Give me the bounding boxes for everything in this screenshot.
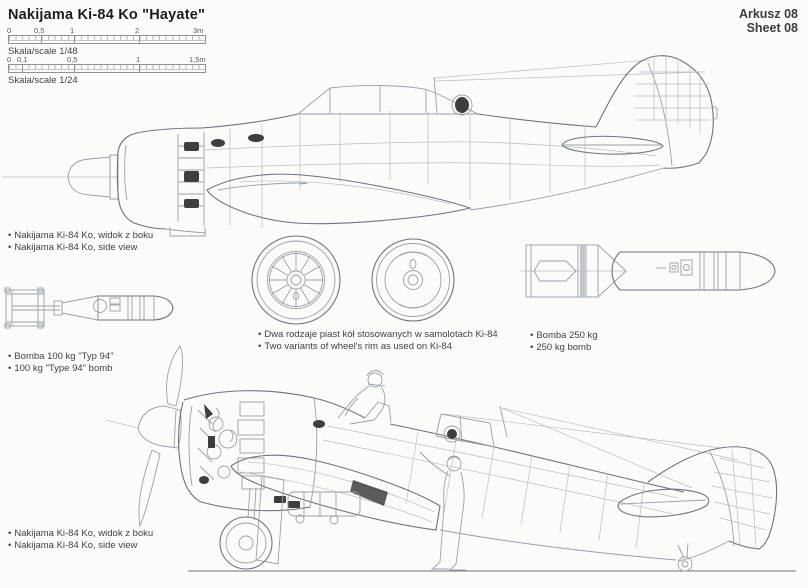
tick-label: 3m [193,26,204,35]
bullet-icon: • [258,329,262,340]
engine-cowling-cutaway [177,390,318,512]
mechanic-figure [337,370,386,425]
tick-label: 0,5 [67,55,78,64]
caption-bomb-250: •Bomba 250 kg •250 kg bomb [530,330,598,354]
tail-wheel [677,542,693,572]
bullet-icon: • [8,363,12,374]
top-side-view-drawing [2,55,718,237]
fuselage [313,397,685,561]
bullet-icon: • [8,351,12,362]
ruler-bar [8,64,206,73]
caption-text: 100 kg "Type 94" bomb [14,363,113,374]
tick-label: 2 [135,26,140,35]
bullet-icon: • [8,528,12,539]
wing-root-fairing [206,173,472,225]
tick-label: 1,5m [189,55,206,64]
wheel-variants-drawing [251,235,455,325]
bullet-icon: • [258,341,262,352]
sheet-number: Arkusz 08 Sheet 08 [739,7,798,35]
ruler-scale-label: Skala/scale 1/48 [8,46,78,57]
bullet-icon: • [8,540,12,551]
bullet-icon: • [530,330,534,341]
bottom-side-view-drawing [105,345,796,572]
caption-bomb-100: •Bomba 100 kg "Typ 94" •100 kg "Type 94"… [8,351,114,375]
caption-text: Nakijama Ki-84 Ko, side view [14,540,138,551]
bomb-250kg [520,244,776,298]
antenna-mast [443,405,739,489]
caption-text: Nakijama Ki-84 Ko, side view [14,242,138,253]
caption-text: 250 kg bomb [536,342,592,353]
fuselage [201,110,665,228]
caption-wheels: •Dwa rodzaje piast kół stosowanych w sam… [258,329,498,353]
ruler-tick-labels: 0 0,5 1 2 3m [7,26,208,35]
engine-cowling [116,127,207,237]
caption-bottom-side-view: •Nakijama Ki-84 Ko, widok z boku •Nakija… [8,528,153,552]
page-title: Nakijama Ki-84 Ko "Hayate" [8,7,206,23]
tailplane [561,135,664,155]
bullet-icon: • [8,242,12,253]
tick-label: 0,1 [17,55,28,64]
propeller [105,345,183,528]
wing [230,454,441,531]
tailplane [617,488,710,518]
bullet-icon: • [530,342,534,353]
caption-top-side-view: •Nakijama Ki-84 Ko, widok z boku •Nakija… [8,230,153,254]
sheet-number-pl: Arkusz 08 [738,7,798,21]
antenna-mast [433,59,703,114]
tail-fin [595,55,718,169]
bullet-icon: • [8,230,12,241]
tick-label: 0 [7,55,12,64]
tick-label: 0 [7,26,12,35]
caption-text: Nakijama Ki-84 Ko, widok z boku [14,230,154,241]
spoked-wheel [251,235,341,325]
bomb-100kg-drawing [4,287,174,329]
scale-ruler-1-48: 0 0,5 1 2 3m Skala/scale 1/48 [7,26,208,57]
cockpit-and-canopy [364,401,495,448]
spinner [137,405,182,449]
main-landing-gear [219,475,285,570]
disc-wheel [371,238,455,322]
canopy [297,85,479,116]
caption-text: Dwa rodzaje piast kół stosowanych w samo… [264,329,498,340]
tick-label: 0,5 [34,26,45,35]
pilot-figure [419,451,466,571]
underwing-equipment [287,491,361,525]
ruler-scale-label: Skala/scale 1/24 [8,75,78,86]
sheet-number-en: Sheet 08 [746,21,798,35]
ruler-bar [8,35,206,44]
bomb-250kg-drawing [520,244,776,298]
tail-fin [647,446,778,562]
ruler-tick-labels: 0 0,1 0,5 1 1,5m [7,55,208,64]
caption-text: Bomba 100 kg "Typ 94" [14,351,114,362]
spinner [67,154,119,200]
bomb-100kg [4,287,174,329]
caption-text: Nakijama Ki-84 Ko, widok z boku [14,528,154,539]
scale-ruler-1-24: 0 0,1 0,5 1 1,5m Skala/scale 1/24 [7,55,208,86]
tick-label: 1 [70,26,75,35]
caption-text: Bomba 250 kg [536,330,598,341]
caption-text: Two variants of wheel's rim as used on K… [264,341,453,352]
tick-label: 1 [136,55,141,64]
